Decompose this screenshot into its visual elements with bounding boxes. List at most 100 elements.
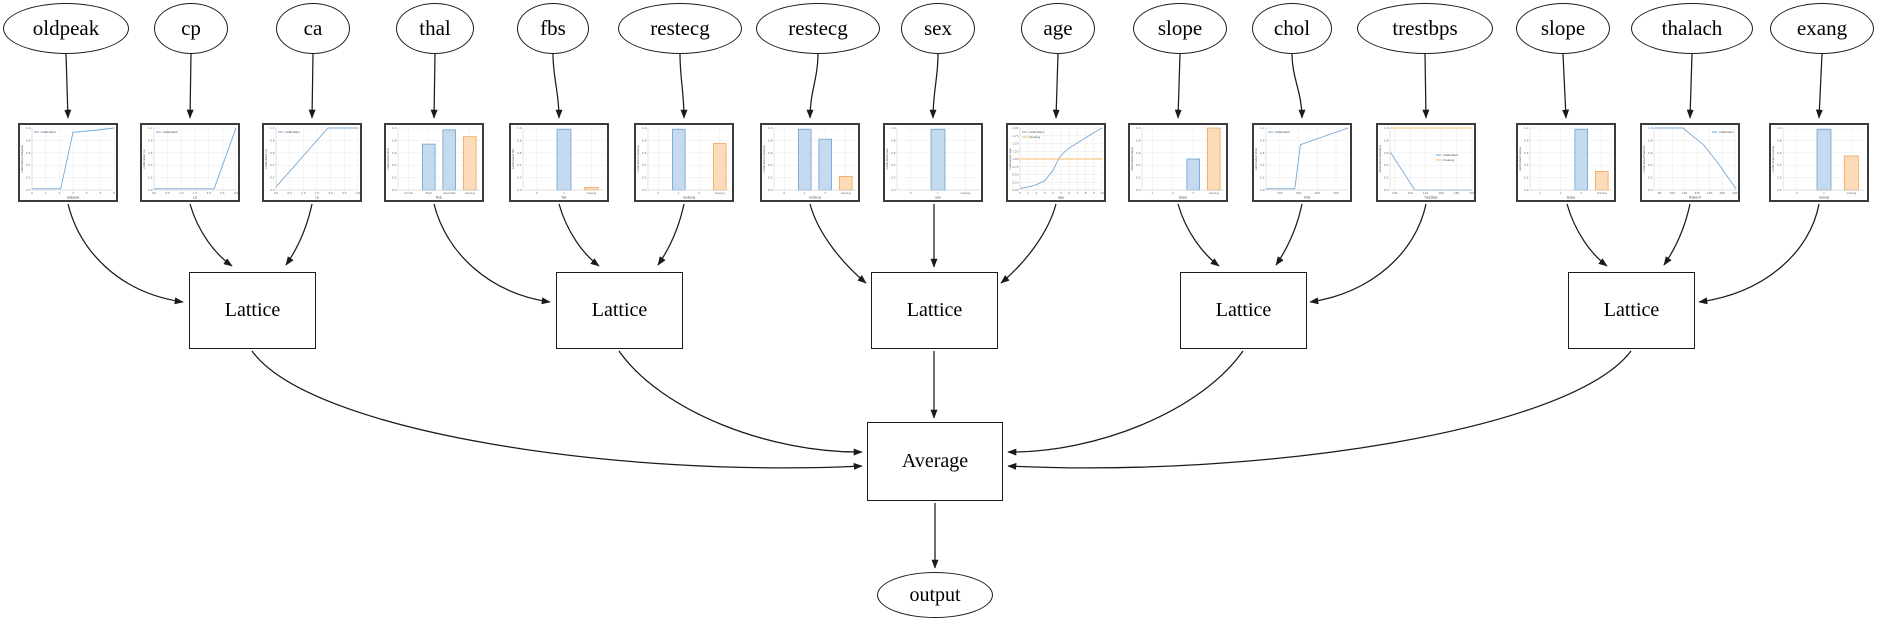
svg-text:slope: slope — [1567, 196, 1576, 200]
lattice-node-4: Lattice — [1180, 272, 1307, 349]
edge-feature-to-chart-2 — [186, 53, 194, 119]
svg-text:1: 1 — [804, 191, 806, 195]
svg-text:0.0: 0.0 — [1524, 188, 1529, 192]
edge-lattice-to-average-2 — [618, 350, 863, 456]
svg-text:1: 1 — [678, 191, 680, 195]
svg-text:exang: exang — [1819, 196, 1829, 200]
feature-node-chol-11: chol — [1252, 3, 1332, 54]
svg-text:0.8: 0.8 — [1777, 138, 1782, 142]
svg-text:3.0: 3.0 — [356, 191, 360, 195]
svg-text:1: 1 — [1539, 191, 1541, 195]
lattice-label: Lattice — [224, 299, 281, 321]
svg-text:0: 0 — [1019, 191, 1021, 195]
svg-text:oldpeak: oldpeak — [67, 196, 80, 200]
svg-text:0.6: 0.6 — [392, 151, 397, 155]
edge-chart-to-lattice-11 — [1275, 203, 1303, 266]
svg-text:0.2: 0.2 — [1524, 176, 1529, 180]
svg-text:normal: normal — [404, 191, 413, 195]
feature-label: thalach — [1661, 16, 1723, 40]
svg-text:0.4: 0.4 — [270, 163, 275, 167]
svg-text:0.8: 0.8 — [1648, 138, 1653, 142]
feature-label: exang — [1796, 16, 1848, 40]
svg-text:ca: ca — [315, 196, 319, 200]
svg-text:missing: missing — [841, 191, 851, 195]
svg-text:missing: missing — [1846, 191, 1856, 195]
svg-text:1.0: 1.0 — [1648, 126, 1653, 130]
feature-node-exang-15: exang — [1770, 3, 1874, 54]
svg-text:0.0: 0.0 — [1260, 188, 1265, 192]
svg-text:140: 140 — [1695, 191, 1701, 195]
feature-label: chol — [1273, 16, 1311, 40]
svg-text:0.8: 0.8 — [270, 138, 275, 142]
svg-text:0.8: 0.8 — [642, 138, 647, 142]
svg-text:4: 4 — [1052, 191, 1054, 195]
svg-text:0.5: 0.5 — [287, 191, 292, 195]
svg-text:100: 100 — [1669, 191, 1675, 195]
average-label: Average — [901, 450, 969, 472]
svg-text:thal: thal — [436, 196, 442, 200]
feature-label: fbs — [540, 16, 566, 40]
edge-chart-to-lattice-4 — [433, 203, 551, 305]
svg-text:missing: missing — [1029, 135, 1041, 139]
svg-text:0.4: 0.4 — [392, 163, 397, 167]
svg-text:1.0: 1.0 — [768, 126, 773, 130]
feature-label: age — [1043, 16, 1073, 40]
svg-text:6: 6 — [1068, 191, 1070, 195]
svg-text:2.5: 2.5 — [342, 191, 347, 195]
svg-text:missing: missing — [715, 191, 725, 195]
svg-text:age: age — [1058, 196, 1064, 200]
svg-text:1.50: 1.50 — [1012, 142, 1018, 146]
edge-chart-to-lattice-9 — [1000, 203, 1057, 284]
svg-text:0.8: 0.8 — [392, 138, 397, 142]
svg-text:0.2: 0.2 — [148, 176, 153, 180]
svg-text:1.25: 1.25 — [1012, 149, 1018, 153]
feature-label: thal — [419, 16, 451, 40]
edge-feature-to-chart-3 — [308, 53, 316, 119]
svg-text:3.0: 3.0 — [234, 191, 238, 195]
svg-text:0.8: 0.8 — [26, 138, 31, 142]
svg-text:2: 2 — [1172, 191, 1174, 195]
svg-text:calibrated thalach: calibrated thalach — [1642, 145, 1646, 172]
svg-text:1.0: 1.0 — [26, 126, 31, 130]
svg-text:0.6: 0.6 — [148, 151, 153, 155]
svg-text:0.00: 0.00 — [1012, 188, 1018, 192]
feature-label: slope — [1157, 16, 1203, 40]
svg-text:0.0: 0.0 — [1648, 188, 1653, 192]
svg-text:1: 1 — [1151, 191, 1153, 195]
svg-text:calibrated slope: calibrated slope — [1130, 147, 1134, 171]
svg-text:1.00: 1.00 — [1012, 157, 1018, 161]
svg-text:trestbps: trestbps — [1424, 196, 1437, 200]
lattice-label: Lattice — [1215, 299, 1272, 321]
edge-lattice-to-average-4 — [1007, 350, 1244, 456]
svg-text:0.4: 0.4 — [642, 163, 647, 167]
svg-text:0.4: 0.4 — [1777, 163, 1782, 167]
svg-text:1.0: 1.0 — [517, 126, 522, 130]
svg-text:calibrated restecg: calibrated restecg — [762, 145, 766, 172]
svg-text:1: 1 — [937, 191, 939, 195]
edge-feature-to-chart-12 — [1422, 53, 1430, 119]
svg-text:0.0: 0.0 — [642, 188, 647, 192]
svg-text:0.75: 0.75 — [1012, 165, 1018, 169]
edge-chart-to-lattice-5 — [558, 203, 600, 267]
svg-text:0.2: 0.2 — [642, 176, 647, 180]
svg-text:2: 2 — [58, 191, 60, 195]
svg-text:0.4: 0.4 — [891, 163, 896, 167]
svg-text:calibrated oldpeak: calibrated oldpeak — [20, 145, 24, 173]
svg-text:160: 160 — [1707, 191, 1713, 195]
svg-text:1.0: 1.0 — [891, 126, 896, 130]
svg-text:0.4: 0.4 — [1136, 163, 1141, 167]
svg-text:chol: chol — [1304, 196, 1311, 200]
svg-text:1: 1 — [45, 191, 47, 195]
svg-text:1.75: 1.75 — [1012, 134, 1018, 138]
svg-text:0: 0 — [31, 191, 33, 195]
svg-text:1.0: 1.0 — [1136, 126, 1141, 130]
svg-text:calibrated cp: calibrated cp — [142, 149, 146, 169]
svg-text:0.0: 0.0 — [392, 188, 397, 192]
svg-text:calibrated sex: calibrated sex — [885, 148, 889, 169]
svg-text:0.8: 0.8 — [1260, 138, 1265, 142]
